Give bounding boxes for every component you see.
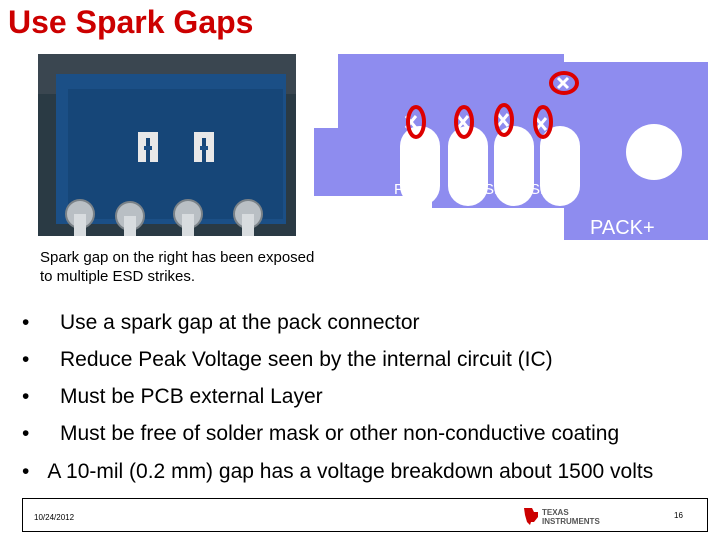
bullet-list: • Use a spark gap at the pack connector •… [22,308,712,456]
bullet-text: Must be free of solder mask or other non… [60,422,620,445]
texas-instruments-logo: TEXAS INSTRUMENTS [522,505,618,527]
bullet-glyph: • [22,422,30,445]
pcb-photo [38,54,296,236]
pcb-label-smd2: SMC [530,181,564,198]
bullet-item: • Must be free of solder mask or other no… [22,419,712,456]
pcb-label-pres: PRES [394,181,435,198]
bullet-glyph: • [22,311,30,334]
pcb-label-smd1: SMD [484,181,518,198]
bullet-text: Must be PCB external Layer [60,385,323,408]
footer-frame [22,498,708,532]
ti-chip-icon [524,508,538,525]
bullet-text: Reduce Peak Voltage seen by the internal… [60,348,553,371]
bullet-item: • Use a spark gap at the pack connector [22,308,712,345]
bullet-item: • Reduce Peak Voltage seen by the interna… [22,345,712,382]
bullet-text: A 10-mil (0.2 mm) gap has a voltage brea… [47,460,654,483]
pcb-layout-diagram: PRES T SMD SMC PACK- PACK+ [314,48,708,240]
bullet-text: Use a spark gap at the pack connector [60,311,420,334]
page-number: 16 [674,511,683,520]
bullet-glyph: • [22,460,30,483]
bullet-item: • Must be PCB external Layer [22,382,712,419]
footer-date: 10/24/2012 [34,513,75,522]
slide-title: Use Spark Gaps [8,4,254,40]
pcb-label-t: T [458,181,467,198]
svg-text:TEXAS: TEXAS [542,508,569,517]
bullet-glyph: • [22,348,30,371]
bullet-item-last: • A 10-mil (0.2 mm) gap has a voltage bre… [22,459,712,485]
svg-text:INSTRUMENTS: INSTRUMENTS [542,517,600,526]
pcb-label-pack-minus: PACK- [324,221,384,240]
bullet-glyph: • [22,385,30,408]
photo-caption: Spark gap on the right has been exposed … [40,249,315,285]
pcb-label-pack-plus: PACK+ [590,217,655,239]
